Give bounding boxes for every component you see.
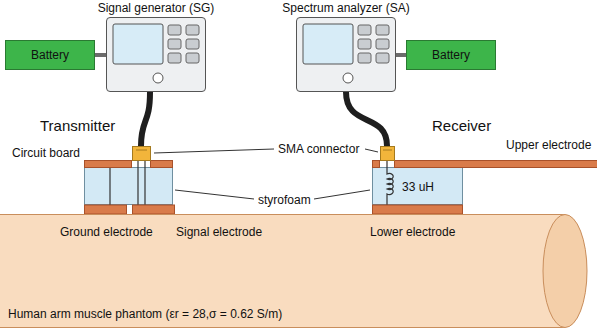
- instrument-title: Spectrum analyzer (SA): [252, 1, 440, 15]
- circuit-board: [151, 161, 173, 168]
- cylinder-body: [0, 215, 587, 328]
- battery-label: Battery: [31, 48, 69, 62]
- styrofoam-block: [373, 168, 463, 205]
- sma-connector: [381, 147, 395, 161]
- instrument-box: Signal generator (SG): [106, 17, 206, 92]
- part-label: Upper electrode: [506, 138, 591, 153]
- coax-cable: [346, 92, 387, 146]
- button: [376, 53, 389, 63]
- button: [168, 39, 181, 49]
- circuit-board: [85, 161, 132, 168]
- battery-label: Battery: [432, 48, 470, 62]
- power-cable: [95, 53, 106, 57]
- button: [186, 39, 199, 49]
- cylinder-end: [543, 215, 587, 328]
- sma-connector: [133, 147, 151, 161]
- part-label: Ground electrode: [60, 225, 153, 240]
- button: [358, 39, 371, 49]
- coax-cable: [141, 92, 150, 146]
- ground-electrode: [85, 205, 127, 214]
- button: [186, 53, 199, 63]
- part-label: Circuit board: [12, 146, 80, 161]
- button: [376, 25, 389, 35]
- part-label: Signal electrode: [176, 225, 262, 240]
- leader-line: [154, 149, 274, 153]
- phantom-label: Human arm muscle phantom (εr = 28,σ = 0.…: [8, 307, 282, 321]
- upper-electrode: [373, 161, 380, 168]
- section-title: Transmitter: [40, 117, 115, 135]
- screen: [113, 24, 163, 64]
- section-title: Receiver: [432, 117, 491, 135]
- instrument-box: Spectrum analyzer (SA): [296, 17, 396, 92]
- power-cable: [396, 53, 406, 57]
- inductor-coil: [387, 160, 393, 205]
- instrument-face: [296, 17, 396, 92]
- sma-detail: [136, 150, 147, 151]
- upper-electrode: [395, 161, 597, 168]
- button: [186, 25, 199, 35]
- ground-wire: [109, 167, 110, 205]
- screen: [303, 24, 353, 64]
- part-label: styrofoam: [258, 193, 311, 208]
- leader-line: [175, 190, 254, 199]
- knob: [343, 73, 353, 83]
- button: [358, 53, 371, 63]
- button: [376, 39, 389, 49]
- battery-box: Battery: [406, 40, 496, 70]
- styrofoam-block: [85, 168, 173, 205]
- part-label: SMA connector: [278, 142, 359, 157]
- sma-detail: [383, 150, 392, 151]
- leader-line: [314, 190, 370, 199]
- cylinder-edge: [0, 215, 565, 328]
- instrument-title: Signal generator (SG): [62, 1, 250, 15]
- button: [168, 53, 181, 63]
- leader-line: [365, 149, 378, 152]
- button: [168, 25, 181, 35]
- part-label: Lower electrode: [370, 225, 455, 240]
- instrument-face: [106, 17, 206, 92]
- knob: [153, 73, 163, 83]
- lower-electrode: [373, 205, 463, 214]
- signal-electrode: [133, 205, 175, 214]
- signal-wire: [137, 160, 138, 205]
- battery-box: Battery: [5, 40, 95, 70]
- button: [358, 25, 371, 35]
- signal-wire: [144, 160, 145, 205]
- component-value: 33 uH: [402, 180, 434, 195]
